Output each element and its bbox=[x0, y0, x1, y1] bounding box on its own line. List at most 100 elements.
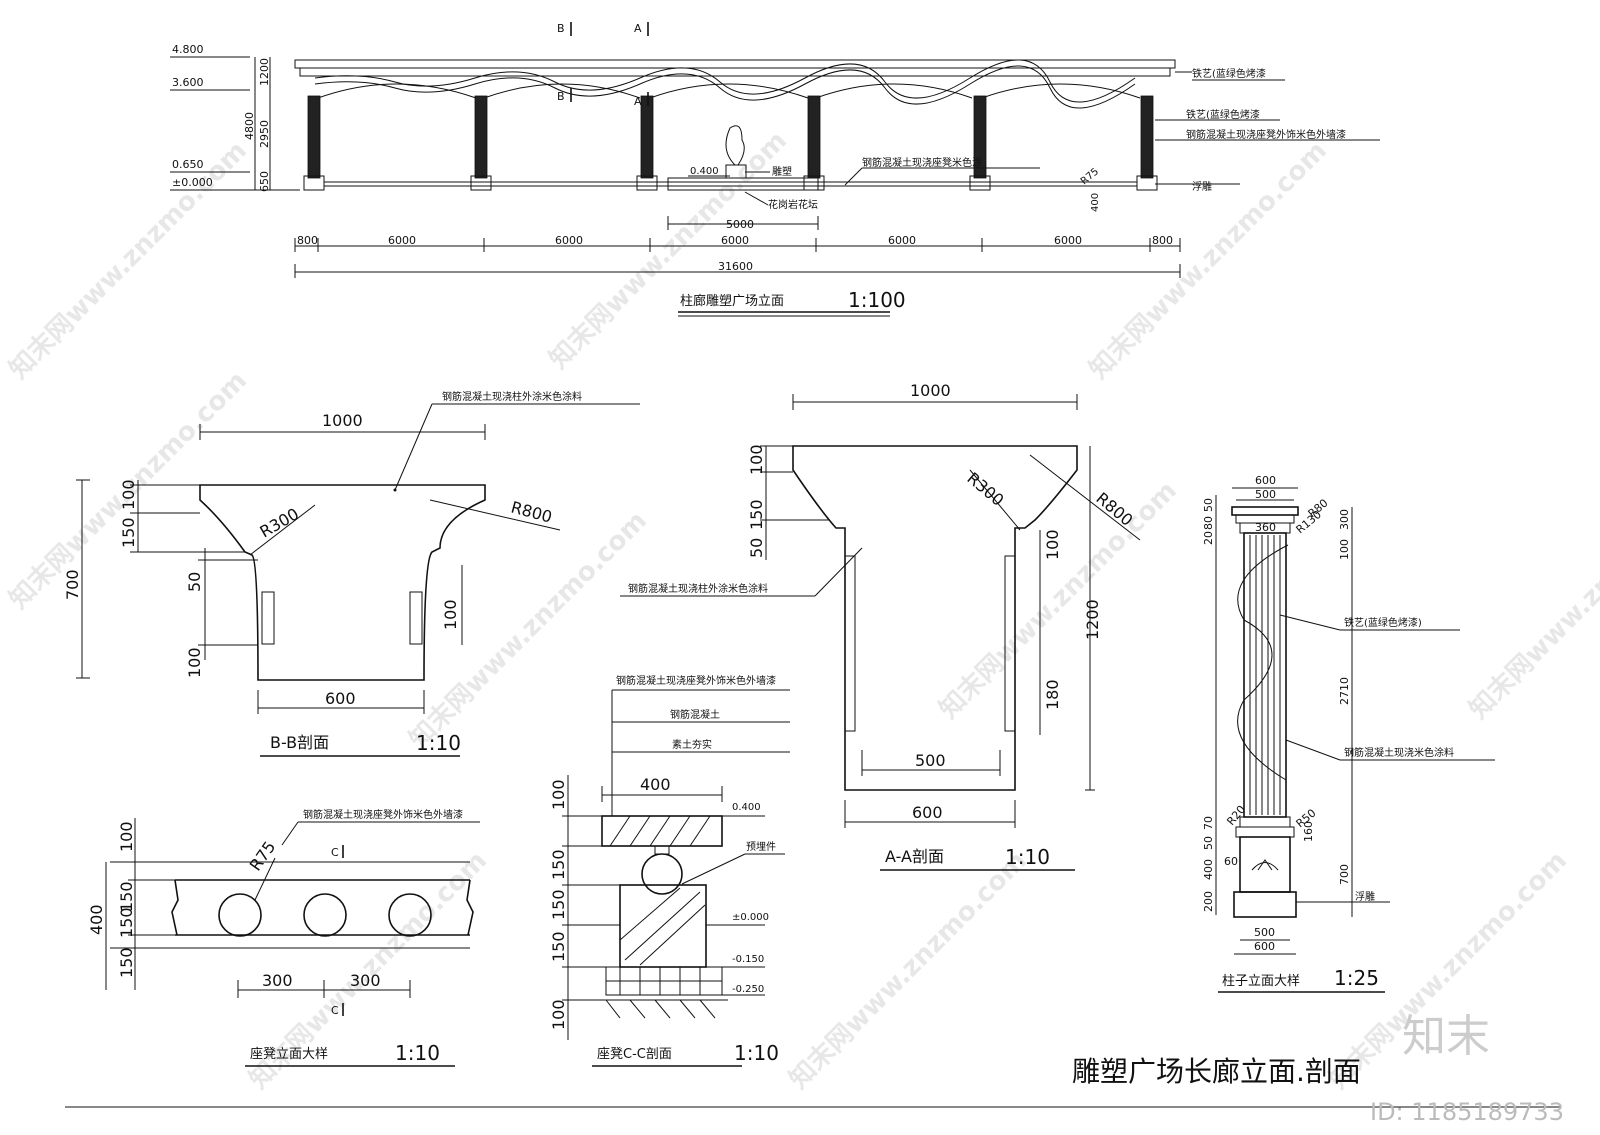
vdim-4800: 4800 bbox=[243, 112, 256, 140]
bench-circle bbox=[218, 893, 262, 937]
aa-top-width: 1000 bbox=[910, 381, 951, 400]
span-6000-5: 6000 bbox=[1054, 234, 1082, 247]
note-granite-planter: 花岗岩花坛 bbox=[768, 198, 818, 211]
cc-level-0400: 0.400 bbox=[732, 802, 761, 813]
col-ldim-50: 50 bbox=[1202, 498, 1215, 512]
cc-section: 400 100 150 150 150 100 0.400 ±0.000 -0.… bbox=[549, 674, 790, 1067]
bench-outer-dim: 400 bbox=[87, 904, 106, 935]
bench-dim-150c: 150 bbox=[117, 947, 136, 978]
cc-level-0000: ±0.000 bbox=[732, 912, 769, 923]
cc-dim-150c: 150 bbox=[549, 931, 568, 962]
bb-scale: 1:10 bbox=[416, 731, 461, 755]
col-ldim-70: 70 bbox=[1202, 816, 1215, 830]
col-ldim-400: 400 bbox=[1202, 859, 1215, 880]
aa-dim-50: 50 bbox=[747, 538, 766, 558]
watermark: 知末网www.znzmo.com bbox=[1464, 476, 1600, 725]
aa-dim-100: 100 bbox=[747, 444, 766, 475]
aa-title: A-A剖面 bbox=[885, 847, 944, 866]
bb-top-width: 1000 bbox=[322, 411, 363, 430]
bench-circle bbox=[388, 893, 432, 937]
bb-dim-50: 50 bbox=[185, 572, 204, 592]
col-rdim-300: 300 bbox=[1338, 509, 1351, 530]
cc-note-concrete: 钢筋混凝土 bbox=[670, 708, 720, 721]
bench-dim-150b: 150 bbox=[117, 881, 136, 912]
bb-title: B-B剖面 bbox=[270, 733, 329, 752]
col-bottom-600: 600 bbox=[1254, 940, 1275, 953]
bb-dim-150: 150 bbox=[119, 517, 138, 548]
bb-bottom-width: 600 bbox=[325, 689, 356, 708]
vdim-650: 650 bbox=[258, 171, 271, 192]
col-ldim-80: 80 bbox=[1202, 516, 1215, 530]
col-title: 柱子立面大样 bbox=[1222, 974, 1300, 989]
col-note-iron: 铁艺(蓝绿色烤漆) bbox=[1344, 616, 1422, 629]
sculpture-level: 0.400 bbox=[690, 166, 719, 177]
level-3600: 3.600 bbox=[172, 76, 204, 89]
bench-circle bbox=[303, 893, 347, 937]
elevation-title: 柱廊雕塑广场立面 bbox=[680, 293, 784, 309]
aa-dim-150: 150 bbox=[747, 499, 766, 530]
cc-level-0250: -0.250 bbox=[732, 984, 764, 995]
bench-scale: 1:10 bbox=[395, 1041, 440, 1065]
total-31600: 31600 bbox=[718, 260, 753, 273]
watermark: 知末网www.znzmo.com bbox=[4, 136, 253, 385]
cc-dim-150a: 150 bbox=[549, 849, 568, 880]
vdim-1200: 1200 bbox=[258, 58, 271, 86]
col-ldim-200: 200 bbox=[1202, 891, 1215, 912]
cc-dim-100a: 100 bbox=[549, 779, 568, 810]
note-sculpture: 雕塑 bbox=[772, 165, 792, 178]
col-note-concrete: 钢筋混凝土现浇米色涂料 bbox=[1344, 746, 1454, 759]
col-rdim-2710: 2710 bbox=[1338, 677, 1351, 705]
section-mark-b-top: B bbox=[557, 22, 565, 35]
cc-note-bench: 钢筋混凝土现浇座凳外饰米色外墙漆 bbox=[616, 674, 776, 687]
aa-dim-100r: 100 bbox=[1043, 529, 1062, 560]
bb-note: 钢筋混凝土现浇柱外涂米色涂料 bbox=[442, 390, 582, 403]
level-0650: 0.650 bbox=[172, 158, 204, 171]
radius-r75: R75 bbox=[1079, 166, 1101, 187]
col-ldim-60: 60 bbox=[1224, 855, 1238, 868]
col-rdim-160: 160 bbox=[1302, 821, 1315, 842]
bench-radius: R75 bbox=[246, 838, 280, 875]
col-note-relief: 浮雕 bbox=[1355, 890, 1375, 903]
note-iron-1: 铁艺(蓝绿色烤漆 bbox=[1192, 67, 1266, 80]
bench-dim-300b: 300 bbox=[350, 971, 381, 990]
bb-section: 1000 600 700 100 150 50 100 100 R300 R80… bbox=[63, 390, 640, 757]
column-detail: 600 500 360 R80 R130 R20 R50 50 80 20 70… bbox=[1202, 474, 1495, 993]
bb-outer-dim: 700 bbox=[63, 569, 82, 600]
span-6000-3: 6000 bbox=[721, 234, 749, 247]
aa-bottom-width: 600 bbox=[912, 803, 943, 822]
cc-note-soil: 素土夯实 bbox=[672, 738, 712, 751]
cc-level-0150: -0.150 bbox=[732, 954, 764, 965]
col-rdim-700: 700 bbox=[1338, 864, 1351, 885]
col-scale: 1:25 bbox=[1334, 966, 1379, 990]
span-800-left: 800 bbox=[297, 234, 318, 247]
bb-r800: R800 bbox=[509, 498, 554, 527]
section-mark-a-mid: A bbox=[634, 95, 642, 108]
watermark: 知末网www.znzmo.com bbox=[784, 846, 1033, 1095]
aa-note: 钢筋混凝土现浇柱外涂米色涂料 bbox=[628, 582, 768, 595]
aa-dim-180: 180 bbox=[1043, 679, 1062, 710]
bb-r300: R300 bbox=[257, 504, 303, 541]
elevation-scale: 1:100 bbox=[848, 288, 906, 312]
cc-dim-100b: 100 bbox=[549, 999, 568, 1030]
brand-logo: 知末 bbox=[1402, 1011, 1490, 1062]
note-bench-paint: 钢筋混凝土现浇座凳米色涂 bbox=[862, 156, 982, 169]
span-800-right: 800 bbox=[1152, 234, 1173, 247]
note-iron-2: 铁艺(蓝绿色烤漆 bbox=[1186, 108, 1260, 121]
bench-dim-300a: 300 bbox=[262, 971, 293, 990]
watermark-layer: 知末网www.znzmo.com 知末网www.znzmo.com 知末网www… bbox=[4, 126, 1600, 1095]
col-rdim-100: 100 bbox=[1338, 539, 1351, 560]
col-top-360: 360 bbox=[1255, 521, 1276, 534]
bench-section-c-bottom: C bbox=[331, 1004, 339, 1017]
bench-section-c-top: C bbox=[331, 846, 339, 859]
bench-dim-100: 100 bbox=[117, 821, 136, 852]
elevation-drawing: 4.800 3.600 0.650 ±0.000 1200 2950 650 4… bbox=[170, 22, 1380, 317]
span-6000-2: 6000 bbox=[555, 234, 583, 247]
section-mark-b-mid: B bbox=[557, 90, 565, 103]
col-ldim-20: 20 bbox=[1202, 531, 1215, 545]
col-top-500: 500 bbox=[1255, 488, 1276, 501]
vdim-2950: 2950 bbox=[258, 120, 271, 148]
span-6000-4: 6000 bbox=[888, 234, 916, 247]
col-bottom-500: 500 bbox=[1254, 926, 1275, 939]
level-0000: ±0.000 bbox=[172, 176, 213, 189]
cc-scale: 1:10 bbox=[734, 1041, 779, 1065]
